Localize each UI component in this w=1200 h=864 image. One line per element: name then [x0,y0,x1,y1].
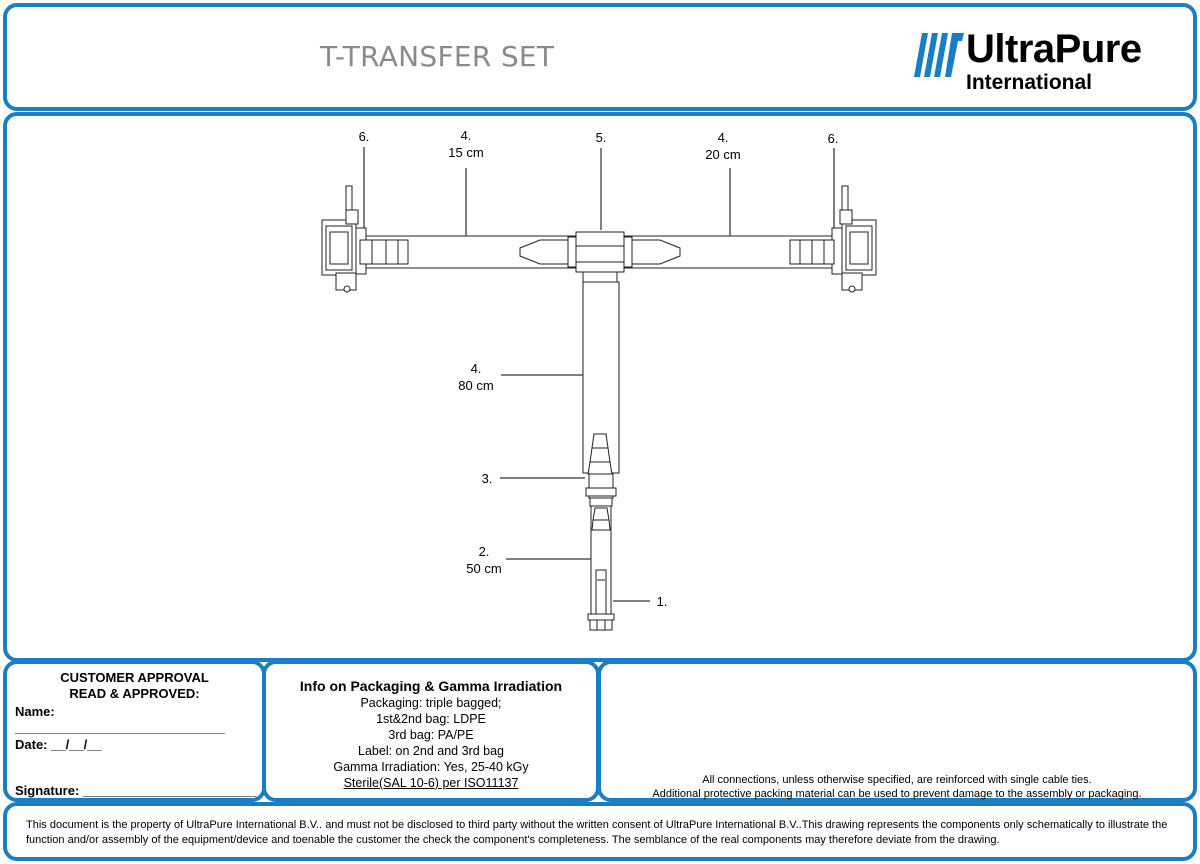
callout-left-tube: 4. 15 cm [436,127,496,161]
callout-t-connector: 5. [581,129,621,146]
lower-tube-barb [591,507,611,531]
callout-length: 80 cm [458,378,494,393]
end-fitting [587,569,615,631]
info-line: 3rd bag: PA/PE [388,728,474,742]
main-tube-lower-barb [587,433,613,475]
customer-approval-panel: CUSTOMER APPROVAL READ & APPROVED: Name:… [3,660,266,802]
callout-number: 1. [656,594,668,609]
callout-left-connector: 6. [344,128,384,145]
approval-title-line1: CUSTOMER APPROVAL [60,670,209,685]
callout-right-tube: 4. 20 cm [693,129,753,163]
callout-main-tube: 4. 80 cm [446,360,506,394]
notes-panel: All connections, unless otherwise specif… [597,660,1197,802]
callout-number: 4. [460,128,472,143]
info-line: 1st&2nd bag: LDPE [376,712,486,726]
callout-number: 5. [595,130,607,145]
reducer-connector [585,473,617,507]
callout-number: 4. [717,130,729,145]
logo-wordmark: UltraPure [966,27,1142,71]
info-line: Packaging: triple bagged; [360,696,502,710]
callout-number: 2. [478,544,490,559]
packaging-info-lines: Packaging: triple bagged; 1st&2nd bag: L… [266,695,596,791]
info-line: Gamma Irradiation: Yes, 25-40 kGy [333,760,529,774]
company-logo: UltraPure International [914,27,1184,97]
callout-number: 6. [358,129,370,144]
callout-lower-tube: 2. 50 cm [454,543,514,577]
callout-number: 3. [481,471,493,486]
footer-disclaimer: This document is the property of UltraPu… [26,819,1168,846]
footer-panel: This document is the property of UltraPu… [3,802,1197,861]
callout-end-fitting: 1. [650,593,674,610]
note-line: Additional protective packing material c… [652,788,1142,800]
left-quick-connector [321,185,409,293]
packaging-info-title: Info on Packaging & Gamma Irradiation [299,678,563,694]
callout-length: 20 cm [705,147,741,162]
info-line-sterility: Sterile(SAL 10-6) per ISO11137 [343,776,519,790]
document-title: T-TRANSFER SET [320,40,555,73]
note-line: All connections, unless otherwise specif… [702,774,1092,786]
date-field[interactable]: Date: __/__/__ [15,737,102,752]
info-line: Label: on 2nd and 3rd bag [358,744,504,758]
signature-field[interactable]: Signature: ________________________ [15,783,257,798]
callout-number: 6. [827,131,839,146]
assembly-drawing [321,147,877,631]
callout-length: 50 cm [466,561,502,576]
logo-stripes-icon [914,33,964,77]
callout-number: 4. [470,361,482,376]
header-panel [3,3,1197,111]
name-line[interactable]: _____________________________ [15,720,225,735]
callout-reducer: 3. [472,470,502,487]
packaging-info-panel: Info on Packaging & Gamma Irradiation Pa… [262,660,600,802]
logo-subtitle: International [966,71,1093,94]
callout-right-connector: 6. [813,130,853,147]
approval-title: CUSTOMER APPROVAL READ & APPROVED: [7,670,262,702]
notes-text: All connections, unless otherwise specif… [601,773,1193,801]
name-label: Name: [15,704,55,719]
right-quick-connector [789,185,877,293]
approval-title-line2: READ & APPROVED: [69,686,200,701]
callout-length: 15 cm [448,145,484,160]
